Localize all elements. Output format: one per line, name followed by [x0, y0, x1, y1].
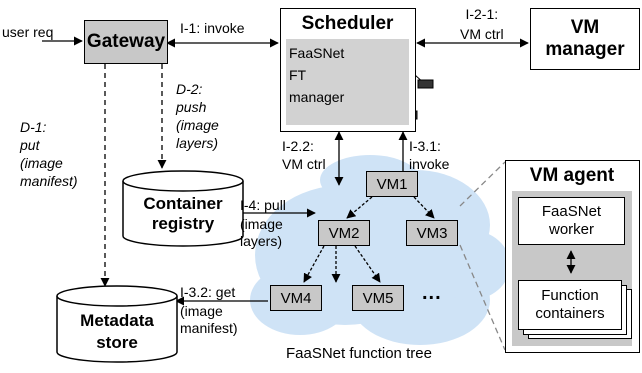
vm-node-4: VM4 [270, 285, 322, 311]
edge-vm2-vm5 [354, 245, 381, 283]
i21-line-2: VM ctrl [460, 26, 504, 42]
metadata-store-line-1: Metadata [80, 311, 154, 330]
containers-line-1: Function [541, 287, 599, 304]
i31-label: I-3.1: invoke [409, 137, 449, 173]
i4-line-3: layers) [240, 233, 283, 249]
i32-line-1: I-3.2: get [180, 284, 236, 300]
i32-label: I-3.2: get (image manifest) [180, 284, 238, 337]
vm-node-3: VM3 [406, 220, 458, 246]
vm-manager-line-1: VM [570, 17, 600, 38]
d1-line-4: manifest) [20, 173, 78, 189]
vm-node-1: VM1 [366, 171, 418, 197]
vm-agent-box: VM agent FaaSNet worker Function contain… [505, 160, 640, 353]
i21-label: I-2-1: VM ctrl [460, 6, 504, 42]
container-registry-line-1: Container [143, 194, 223, 213]
container-registry-label: Container registry [123, 194, 243, 234]
i31-line-2: invoke [409, 156, 450, 172]
i22-line-2: VM ctrl [282, 156, 326, 172]
vm-agent-title: VM agent [529, 165, 615, 186]
scheduler-box: Scheduler FaaSNet FT manager [280, 8, 416, 132]
containers-line-2: containers [535, 305, 605, 322]
d1-label: D-1: put (image manifest) [20, 118, 78, 190]
i4-line-2: (image [240, 216, 283, 232]
i22-label: I-2.2: VM ctrl [282, 137, 326, 173]
i31-line-1: I-3.1: [409, 138, 441, 154]
d2-label: D-2: push (image layers) [176, 80, 219, 152]
metadata-store-label: Metadata store [57, 310, 177, 354]
faasnet-worker-box: FaaSNet worker [518, 197, 625, 245]
ft-manager-panel [286, 39, 409, 125]
worker-line-1: FaaSNet [541, 203, 602, 220]
function-containers-box: Function containers [518, 280, 622, 330]
d2-line-3: (image [176, 117, 219, 133]
edge-vm2-vm4 [303, 245, 325, 283]
function-tree-caption: FaaSNet function tree [286, 345, 432, 362]
d1-line-2: put [20, 137, 40, 153]
vm-manager-line-2: manager [545, 39, 625, 60]
vm-node-5: VM5 [352, 285, 404, 311]
i1-label: I-1: invoke [180, 20, 245, 36]
vm-node-2: VM2 [318, 220, 370, 246]
d2-line-4: layers) [176, 135, 219, 151]
gateway-label: Gateway [86, 31, 166, 52]
ft-manager-line-2: FT [289, 67, 307, 83]
i4-label: I-4: pull (image layers) [240, 197, 286, 250]
ft-manager-line-3: manager [289, 89, 345, 105]
vm-manager-box: VM manager [530, 8, 640, 70]
ft-manager-line-1: FaaSNet [289, 45, 345, 61]
zoom-line-top [459, 161, 506, 207]
metadata-store-cylinder [56, 285, 178, 363]
d2-line-2: push [176, 99, 207, 115]
metadata-store-line-2: store [96, 333, 138, 352]
worker-line-2: worker [548, 221, 594, 238]
worker-container-arrow [566, 250, 576, 274]
user-req-label: user req [2, 24, 54, 40]
gateway-box: Gateway [84, 20, 168, 64]
container-registry-cylinder [122, 170, 244, 247]
edge-vm1-vm2 [346, 196, 373, 219]
i4-line-1: I-4: pull [240, 197, 286, 213]
ft-manager-label: FaaSNet FT manager [289, 42, 344, 108]
container-registry-line-2: registry [151, 214, 215, 233]
d1-line-3: (image [20, 155, 63, 171]
d1-line-1: D-1: [20, 119, 47, 135]
i32-line-3: manifest) [180, 320, 238, 336]
tree-ellipsis: ... [422, 282, 442, 304]
scheduler-label: Scheduler [301, 13, 394, 34]
i22-line-1: I-2.2: [282, 138, 314, 154]
i21-line-1: I-2-1: [465, 6, 499, 22]
d2-line-1: D-2: [176, 81, 203, 97]
i32-line-2: (image [180, 303, 223, 319]
zoom-line-bottom [459, 244, 506, 351]
